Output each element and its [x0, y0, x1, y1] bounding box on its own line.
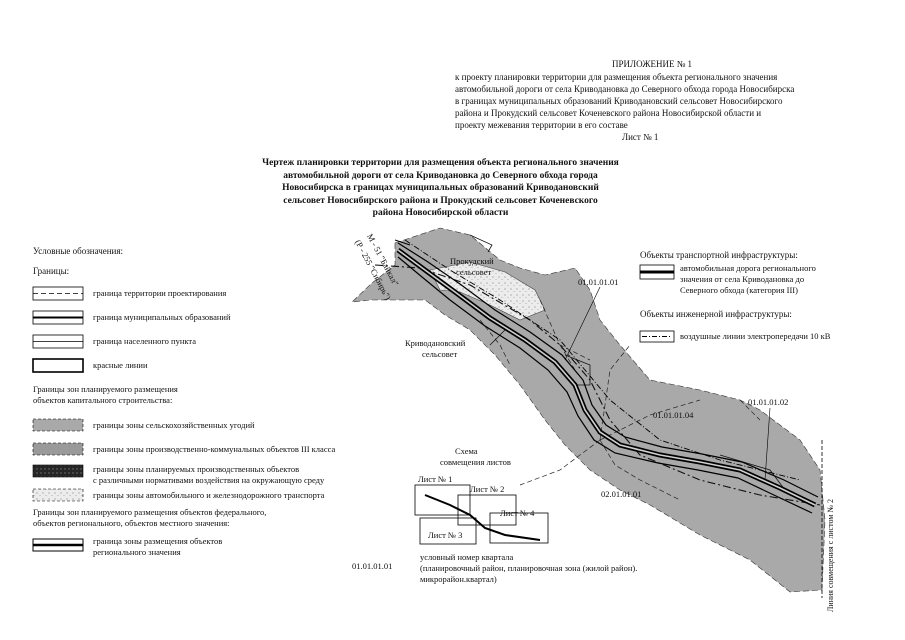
title-line: Чертеж планировки территории для размеще… — [262, 158, 619, 168]
scheme-sheet-2: Лист № 2 — [470, 484, 505, 494]
label-quarter-02-01-01-01: 02.01.01.01 — [601, 489, 642, 499]
legend-heading: Условные обозначения: — [33, 246, 124, 256]
legend-border-municipal: граница муниципальных образований — [93, 312, 231, 322]
appendix-description: к проекту планировки территории для разм… — [455, 71, 860, 131]
placement-heading-1: Границы зон планируемого размещения объе… — [33, 507, 267, 517]
scheme-title-1: Схема — [455, 446, 478, 456]
legend-zone-planned-1: границы зоны планируемых производственны… — [93, 464, 300, 474]
title-line: сельсовет Новосибирского района и Прокуд… — [283, 195, 598, 206]
power-line-10kv — [404, 239, 801, 481]
quarter-code-example: 01.01.01.01 — [352, 561, 393, 571]
legend-zone-transport: границы зоны автомобильного и железнодор… — [93, 490, 325, 500]
title-line: района Новосибирской области — [372, 208, 509, 218]
label-kriv-2: сельсовет — [422, 349, 458, 359]
label-leaders — [489, 286, 771, 481]
label-quarter-01-01-01-04: 01.01.01.04 — [653, 410, 694, 420]
scheme-sheet-3: Лист № 3 — [428, 530, 463, 540]
sheet-scheme — [414, 484, 549, 545]
road-zone-edge-inner — [397, 256, 813, 514]
header-line: к проекту планировки территории для разм… — [455, 72, 778, 82]
drawing-title: Чертеж планировки территории для размеще… — [228, 157, 653, 220]
legend-border-project: граница территории проектирования — [93, 288, 227, 298]
legend-placement-1: граница зоны размещения объектов — [93, 536, 223, 546]
legend-zone-industrial: границы зоны производственно-коммунальны… — [93, 444, 336, 454]
sheet-number: Лист № 1 — [622, 132, 659, 142]
design-territory — [351, 227, 826, 593]
road-zone-edge-outer — [397, 242, 819, 498]
road-arrow — [394, 239, 411, 246]
title-line: Новосибирска в границах муниципальных об… — [282, 183, 599, 193]
transport-item-3: Северного обхода (категория III) — [680, 285, 798, 295]
zones-heading-2: объектов капитального строительства: — [33, 395, 173, 405]
scheme-sheet-4: Лист № 4 — [500, 508, 535, 518]
appendix-title: ПРИЛОЖЕНИЕ № 1 — [612, 59, 693, 69]
transport-heading: Объекты транспортной инфраструктуры: — [640, 250, 798, 260]
transport-item-2: значения от села Криводановка до — [680, 274, 805, 284]
placement-heading-2: объектов регионального, объектов местног… — [33, 518, 230, 528]
legend-swatches — [32, 264, 675, 552]
label-prokud-2: сельсовет — [456, 267, 492, 277]
label-quarter-01-01-01-02: 01.01.01.02 — [748, 397, 789, 407]
title-line: автомобильной дороги от села Криводановк… — [283, 170, 598, 181]
header-line: проекту межевания территории в его соста… — [455, 120, 628, 130]
legend-zone-planned-2: с различными нормативами воздействия на … — [93, 475, 325, 485]
header-line: района и Прокудский сельсовет Коченевско… — [455, 108, 762, 118]
label-prokud-1: Прокудский — [450, 256, 494, 266]
legend-placement-2: регионального значения — [93, 547, 181, 557]
scheme-sheet-1: Лист № 1 — [418, 474, 453, 484]
label-kriv-1: Криводановский — [405, 338, 466, 348]
engineering-item: воздушные линии электропередачи 10 кВ — [680, 331, 831, 341]
engineering-heading: Объекты инженерной инфраструктуры: — [640, 309, 792, 319]
scheme-title-2: совмещения листов — [440, 457, 511, 467]
quarter-desc-1: условный номер квартала — [420, 552, 514, 562]
header-line: автомобильной дороги от села Криводановк… — [455, 84, 795, 94]
label-match-line: Линия совмещения с листом № 2 — [826, 498, 835, 612]
legend-red-lines: красные линии — [93, 360, 148, 370]
transport-item-1: автомобильная дорога регионального — [680, 263, 816, 273]
legend-border-settlement: граница населенного пункта — [93, 336, 196, 346]
quarter-desc-3: микрорайон.квартал) — [420, 574, 497, 584]
legend-zone-agri: границы зоны сельскохозяйственных угодий — [93, 420, 255, 430]
borders-heading: Границы: — [33, 266, 70, 276]
label-quarter-01-01-01-01: 01.01.01.01 — [578, 277, 619, 287]
header-line: в границах муниципальных образований Кри… — [455, 96, 783, 106]
zones-heading-1: Границы зон планируемого размещения — [33, 384, 178, 394]
quarter-desc-2: (планировочный район, планировочная зона… — [420, 563, 638, 573]
